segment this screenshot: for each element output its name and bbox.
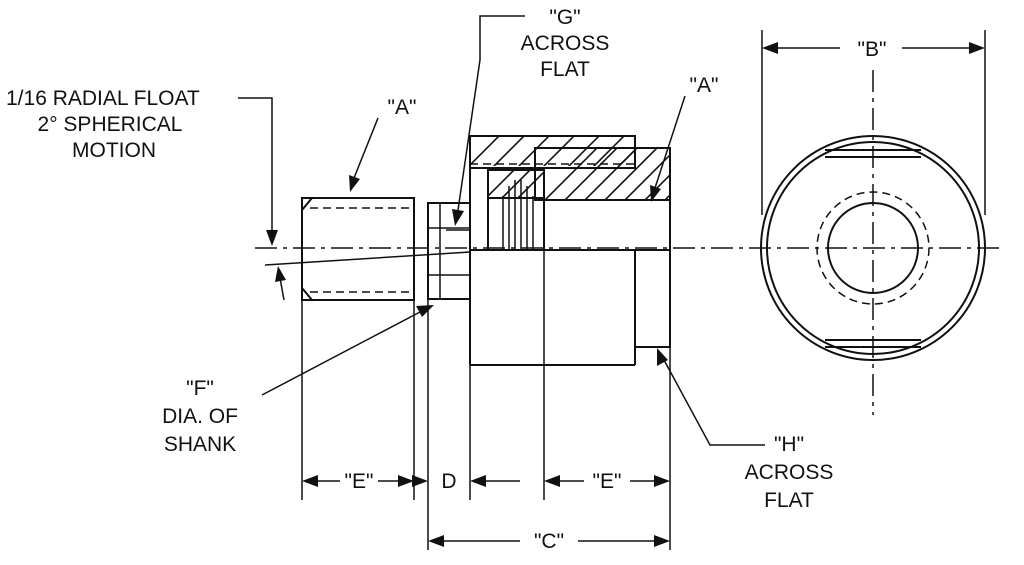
label-g-line2: ACROSS	[521, 32, 610, 55]
label-float-line1: 1/16 RADIAL FLOAT	[6, 87, 200, 110]
label-d: D	[441, 470, 456, 493]
end-view	[760, 70, 986, 415]
label-g-line1: "G"	[549, 6, 580, 29]
label-h-line1: "H"	[774, 433, 804, 456]
label-f-line2: DIA. OF	[162, 405, 238, 428]
shank-section	[427, 202, 471, 300]
label-f-line1: "F"	[186, 377, 214, 400]
label-e-left: "E"	[345, 470, 374, 493]
tilt-line	[264, 251, 471, 266]
label-b: "B"	[858, 38, 887, 61]
label-c: "C"	[534, 530, 564, 553]
label-f-line3: SHANK	[164, 433, 236, 456]
label-a-right: "A"	[690, 74, 719, 97]
outer-ring-section	[469, 135, 671, 366]
leaders	[238, 15, 765, 446]
label-g-line3: FLAT	[540, 58, 590, 81]
label-a-left: "A"	[388, 96, 417, 119]
label-e-right: "E"	[593, 470, 622, 493]
label-h-line2: ACROSS	[745, 461, 834, 484]
label-float-line2: 2° SPHERICAL	[38, 113, 183, 136]
hatch-right	[543, 148, 670, 200]
dimension-lines	[301, 30, 986, 550]
label-h-line3: FLAT	[764, 489, 814, 512]
label-float-line3: MOTION	[72, 139, 156, 162]
threaded-stud	[301, 197, 415, 301]
labels: "G" ACROSS FLAT "B" "A" "A" 1/16 RADIAL …	[6, 6, 886, 553]
